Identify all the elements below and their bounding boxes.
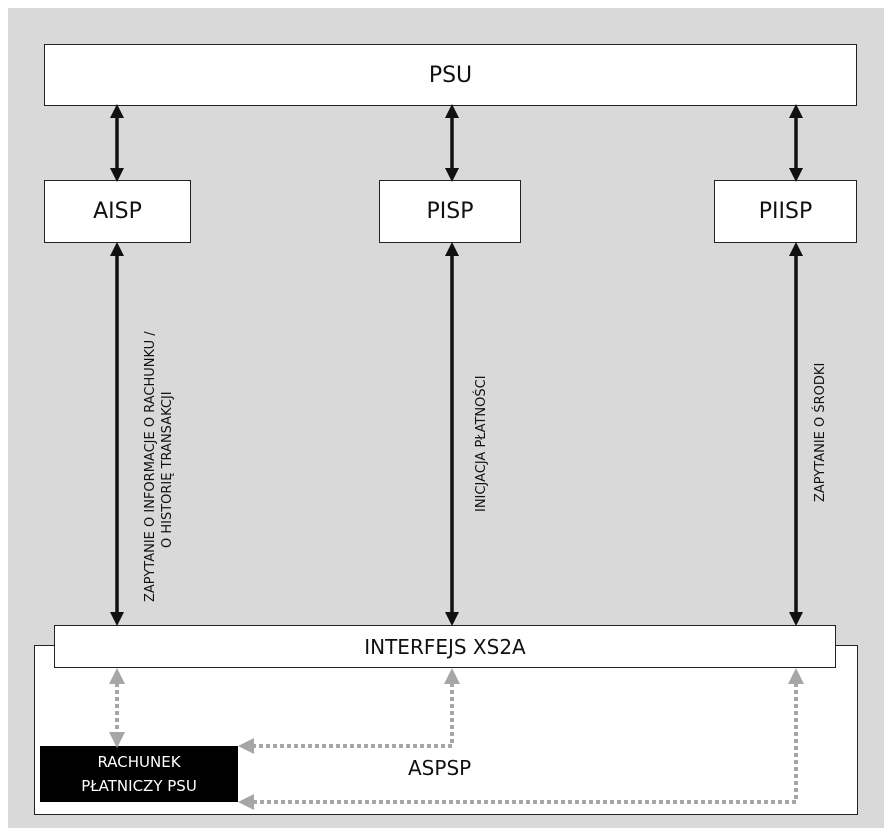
piisp-label: PIISP bbox=[758, 199, 813, 224]
pisp-label: PISP bbox=[426, 199, 474, 224]
aisp-request-label-line1: ZAPYTANIE O INFORMACJE O RACHUNKU / bbox=[143, 331, 158, 602]
aisp-box: AISP bbox=[44, 180, 191, 243]
dotted-arrow-right bbox=[238, 668, 804, 810]
aisp-request-label-line2: O HISTORIĘ TRANSAKCJI bbox=[160, 391, 175, 548]
aisp-label: AISP bbox=[93, 199, 142, 224]
rachunek-line1: RACHUNEK bbox=[97, 753, 181, 771]
dotted-arrow-middle bbox=[238, 668, 460, 754]
psu-label: PSU bbox=[428, 62, 473, 88]
rachunek-platniczy-box: RACHUNEK PŁATNICZY PSU bbox=[40, 746, 238, 802]
pisp-request-label: INICJACJA PŁATNOŚCI bbox=[474, 375, 489, 512]
piisp-request-label: ZAPYTANIE O ŚRODKI bbox=[813, 362, 828, 502]
interfejs-xs2a-box: INTERFEJS XS2A bbox=[54, 625, 836, 668]
interfejs-label: INTERFEJS XS2A bbox=[364, 634, 526, 659]
rachunek-line2: PŁATNICZY PSU bbox=[81, 777, 197, 795]
piisp-box: PIISP bbox=[714, 180, 857, 243]
pisp-box: PISP bbox=[379, 180, 521, 243]
aisp-request-label: ZAPYTANIE O INFORMACJE O RACHUNKU / O HI… bbox=[142, 331, 176, 602]
